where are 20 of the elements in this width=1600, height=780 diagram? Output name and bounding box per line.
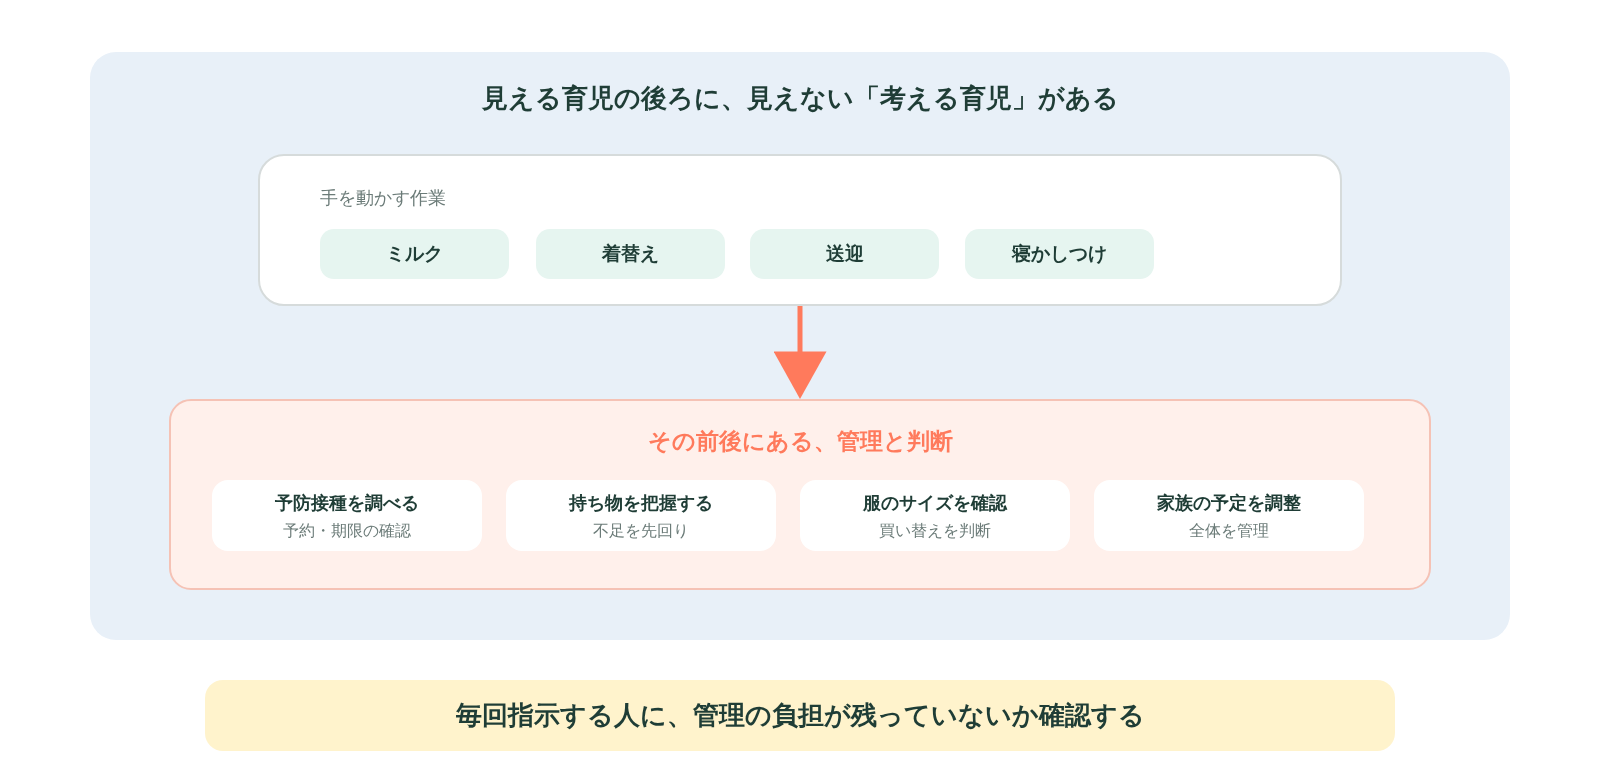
task-tag: 寝かしつけ — [965, 229, 1154, 279]
note-banner: 毎回指示する人に、管理の負担が残っていないか確認する — [205, 680, 1395, 751]
task-tag: ミルク — [320, 229, 509, 279]
card-heading: 服のサイズを確認 — [863, 490, 1007, 515]
card-heading: 家族の予定を調整 — [1157, 490, 1301, 515]
panel-heading: その前後にある、管理と判断 — [646, 427, 954, 456]
background-panel — [90, 52, 1510, 640]
arrow — [773, 306, 827, 399]
panel-title: 見える育児の後ろに、見えない「考える育児」がある — [480, 82, 1120, 115]
card-heading: 予防接種を調べる — [275, 490, 419, 515]
card-subtext: 不足を先回り — [593, 520, 689, 541]
task-tag: 着替え — [536, 229, 725, 279]
management-panel — [169, 399, 1431, 590]
section-label: 手を動かす作業 — [320, 186, 446, 210]
task-panel — [258, 154, 1342, 306]
task-tag: 送迎 — [750, 229, 939, 279]
card-heading: 持ち物を把握する — [569, 490, 713, 515]
card-subtext: 全体を管理 — [1189, 520, 1269, 541]
card-subtext: 買い替えを判断 — [879, 520, 991, 541]
card-subtext: 予約・期限の確認 — [283, 520, 411, 541]
